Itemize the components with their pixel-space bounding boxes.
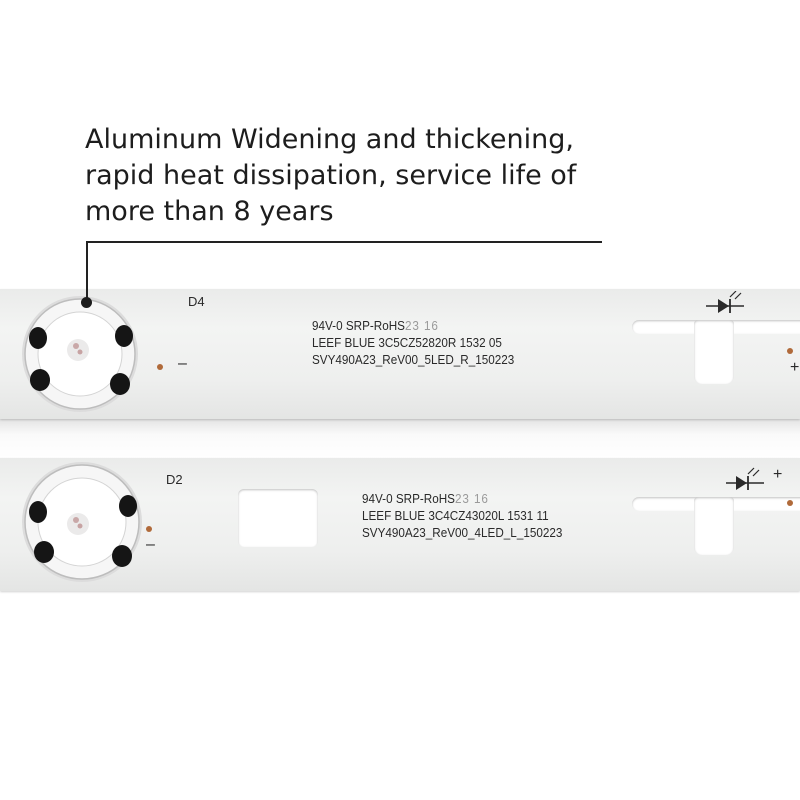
caption-line-2: rapid heat dissipation, service life of [85,160,577,191]
callout-line [86,241,602,243]
pcb-line-3: SVY490A23_ReV00_5LED_R_150223 [312,352,515,367]
led-strip-bottom: D2 94V-0 SRP-RoHS23 16 LEEF BLUE 3C4CZ43… [0,458,800,591]
minus-sign: – [178,355,187,372]
minus-sign: – [146,536,155,553]
solder-pad [787,348,793,354]
solder-pad [787,500,793,506]
diode-symbol-icon [726,467,764,490]
component-ref: D4 [188,294,205,309]
pcb-line-3: SVY490A23_ReV00_4LED_L_150223 [362,525,563,540]
diode-symbol-icon [706,291,744,313]
pcb-date-code: 23 16 [404,318,439,333]
pcb-line-1: 94V-0 SRP-RoHS [312,318,405,333]
solder-pad [157,364,163,370]
component-ref: D2 [166,472,183,487]
caption-line-1: Aluminum Widening and thickening, [85,124,574,155]
callout-leader [86,241,88,301]
caption: Aluminum Widening and thickening, rapid … [85,122,645,230]
mounting-slot [238,489,318,547]
led-lens-icon [22,296,138,412]
pcb-line-1: 94V-0 SRP-RoHS [362,491,455,506]
plus-sign: + [773,466,783,483]
pcb-marking: 94V-0 SRP-RoHS23 16 LEEF BLUE 3C5CZ52820… [312,317,514,368]
pcb-marking: 94V-0 SRP-RoHS23 16 LEEF BLUE 3C4CZ43020… [362,490,562,541]
plus-sign: + [790,359,800,376]
pcb-line-2: LEEF BLUE 3C5CZ52820R 1532 05 [312,335,502,350]
pcb-line-2: LEEF BLUE 3C4CZ43020L 1531 11 [362,508,549,523]
caption-line-3: more than 8 years [85,196,334,227]
led-lens-icon [22,462,142,582]
pcb-date-code: 23 16 [454,491,489,506]
mounting-slot [694,497,734,555]
mounting-slot [694,320,734,384]
strip-gap [0,419,800,458]
solder-pad [146,526,152,532]
led-strip-top: D4 94V-0 SRP-RoHS23 16 LEEF BLUE 3C5CZ52… [0,289,800,419]
callout-dot [81,297,92,308]
